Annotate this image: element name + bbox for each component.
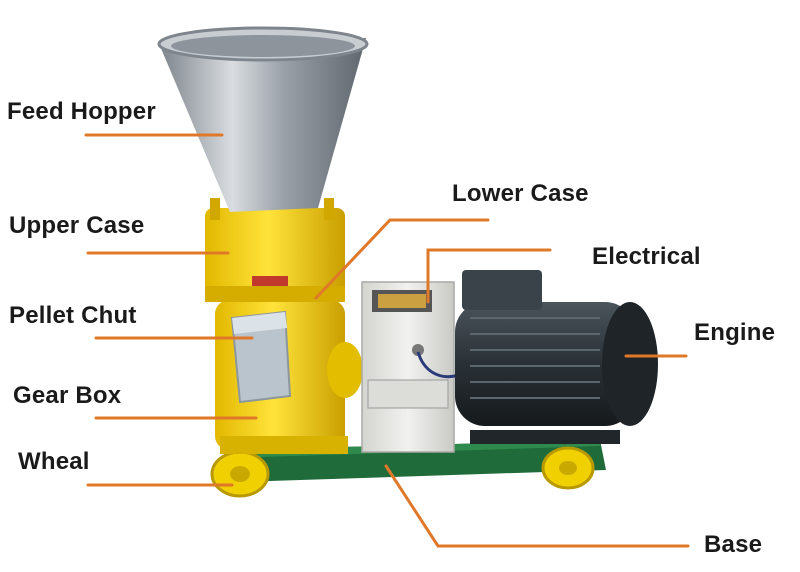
label-lower-case: Lower Case — [452, 180, 589, 207]
label-pellet-chut: Pellet Chut — [9, 302, 137, 329]
control-box — [361, 281, 455, 453]
label-engine: Engine — [694, 319, 776, 346]
label-base: Base — [704, 531, 763, 558]
label-gear-box: Gear Box — [13, 382, 122, 409]
label-upper-case: Upper Case — [9, 212, 145, 239]
electric-motor — [455, 270, 658, 444]
wheel-right — [541, 446, 595, 490]
label-electrical: Electrical — [592, 243, 701, 270]
leader-lower-case — [314, 218, 490, 300]
label-wheal: Wheal — [18, 448, 90, 475]
feed-hopper — [157, 26, 369, 212]
upper-case — [205, 198, 345, 302]
label-feed-hopper: Feed Hopper — [7, 98, 156, 125]
pellet-chute — [230, 310, 292, 404]
wheel-left — [210, 450, 270, 498]
leader-electrical — [426, 248, 552, 304]
leader-base — [384, 464, 690, 548]
leader-lines — [84, 133, 690, 548]
machine-illustration — [157, 26, 658, 498]
